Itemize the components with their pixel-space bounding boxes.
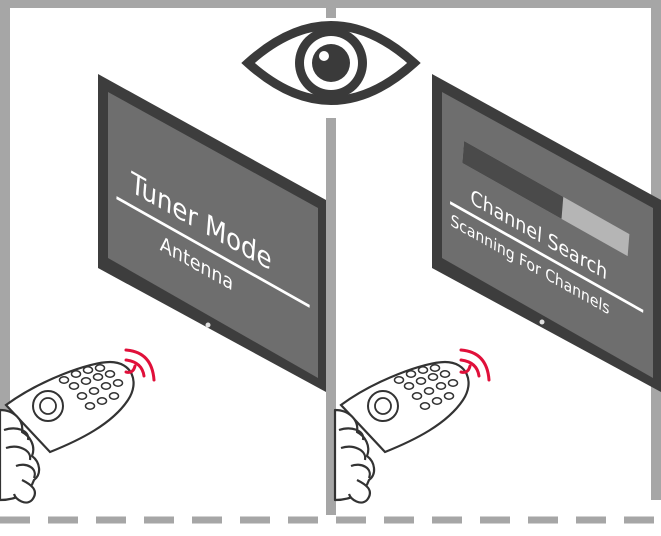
tv-right-screen-divider xyxy=(449,201,644,313)
remote-control-icon xyxy=(0,360,135,504)
tv-left: Tuner Mode Antenna xyxy=(98,74,326,392)
remote-control-icon xyxy=(333,360,470,504)
frame-center-divider xyxy=(326,0,336,515)
progress-bar-fill xyxy=(462,141,564,219)
remote-right xyxy=(333,348,491,504)
remote-left xyxy=(0,348,156,504)
tv-left-power-led xyxy=(205,322,211,328)
tv-left-screen-divider xyxy=(116,196,310,308)
tv-left-screen xyxy=(108,92,318,378)
eye-icon xyxy=(240,18,421,118)
tv-right-power-led xyxy=(539,319,545,325)
frame-left-border xyxy=(0,0,10,500)
tv-right: Channel Search Scanning For Channels xyxy=(432,74,661,392)
